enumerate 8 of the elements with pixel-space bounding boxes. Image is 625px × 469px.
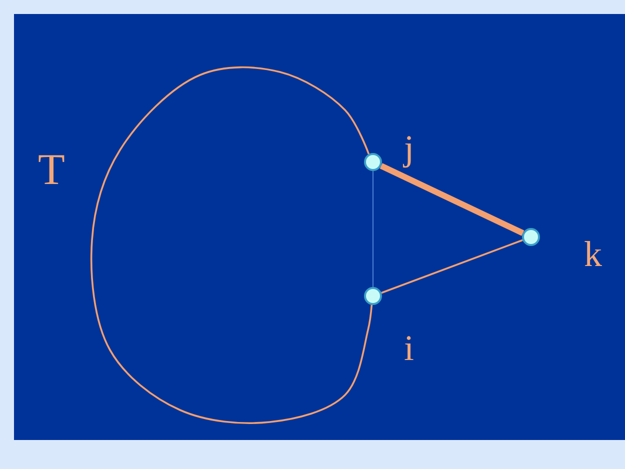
vertex-label: k [584, 236, 602, 272]
tour-label: T [38, 148, 65, 192]
vertex-label: i [404, 330, 414, 366]
curve [90, 66, 373, 424]
line [380, 163, 524, 236]
line [372, 170, 374, 288]
vertex-label: j [404, 130, 414, 166]
line [381, 239, 523, 294]
